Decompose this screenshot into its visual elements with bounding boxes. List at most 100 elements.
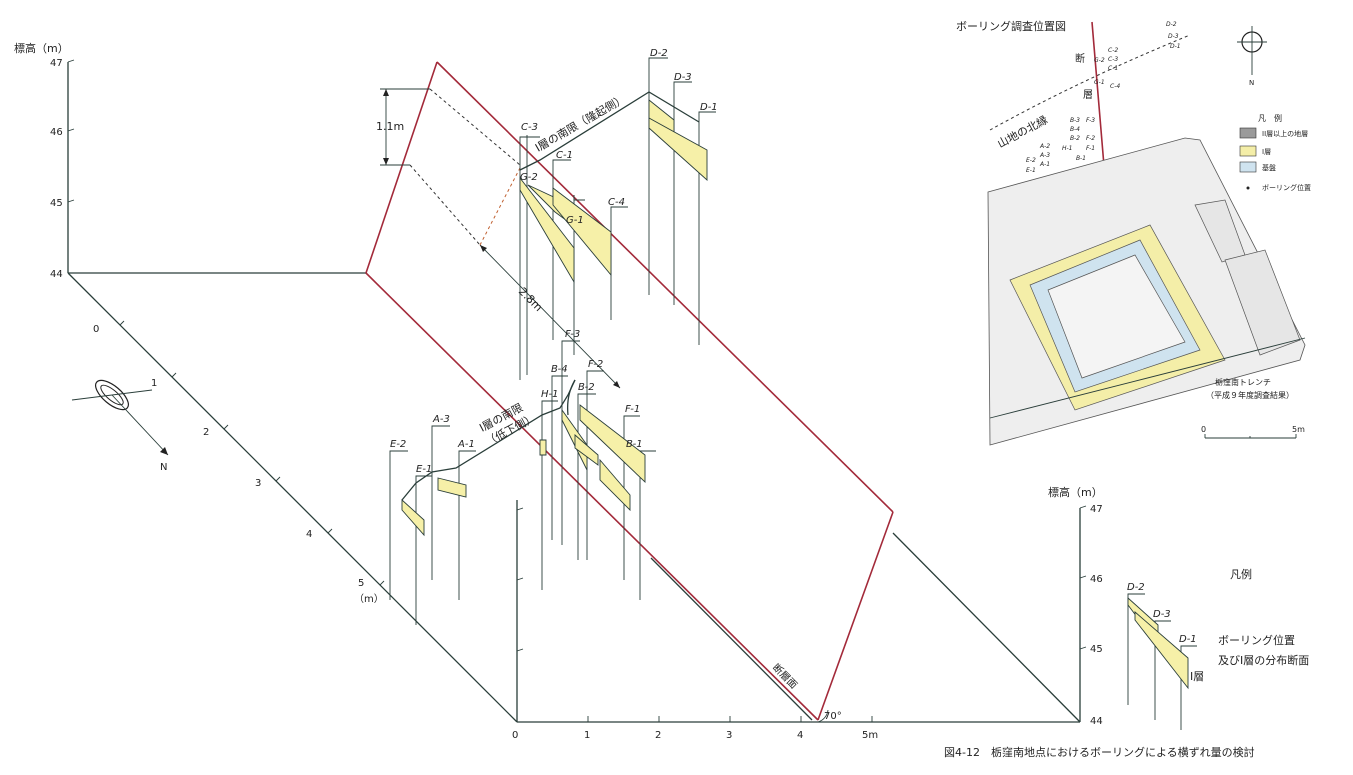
inset-code-C-3: C-3 (1108, 56, 1118, 63)
box-outline (67, 272, 1081, 723)
depth-axis: 0 1 2 3 4 5 （m） (93, 320, 385, 605)
inset-fault-1: 断 (1075, 52, 1085, 65)
inset-code-A-3: A-3 (1039, 152, 1050, 159)
inset-scale-bar: 0 5m (1201, 425, 1305, 439)
layer-south-limit-upper: I層の南限（隆起側） (533, 91, 629, 154)
elev-tick-46: 46 (50, 127, 63, 138)
compass-symbol: N (71, 379, 169, 473)
borehole-D-1: D-1 (700, 102, 718, 113)
depth-unit: （m） (354, 593, 384, 605)
inset-code-F-1: F-1 (1086, 145, 1095, 152)
inset-legend: 凡 例 II層以上の地層 I層 基盤 ボーリング位置 (1239, 113, 1311, 192)
upper-boreholes: C-3 G-2 C-1 G-1 C-4 D-2 D-3 D-1 I層の南限（隆起… (519, 48, 718, 380)
inset-code-B-4: B-4 (1070, 126, 1080, 133)
depth-tick-3: 3 (255, 478, 261, 489)
legend-hole-D-1: D-1 (1179, 634, 1197, 645)
borehole-B-1: B-1 (626, 439, 643, 450)
borehole-G-1: G-1 (566, 215, 584, 226)
base-tick-1: 1 (584, 730, 590, 741)
base-tick-4: 4 (797, 730, 803, 741)
inset-legend-item-1: II層以上の地層 (1262, 129, 1308, 138)
inset-code-B-1: B-1 (1076, 155, 1086, 162)
inset-code-C-2: C-2 (1108, 47, 1118, 54)
inset-legend-item-2: I層 (1262, 148, 1271, 156)
fault-plane: 断層面 70° (365, 61, 894, 723)
trench-label-2: （平成９年度調査結果） (1206, 390, 1294, 400)
inset-code-B-2: B-2 (1070, 135, 1080, 142)
borehole-D-3: D-3 (674, 72, 692, 83)
elevation-axis: 標高（m） 47 46 45 44 (14, 41, 75, 280)
inset-title: ボーリング調査位置図 (956, 19, 1066, 33)
inset-code-F-3: F-3 (1086, 117, 1095, 124)
inset-north-label: N (1249, 79, 1254, 87)
compass-north-mark: N (160, 462, 167, 473)
inset-code-C-4: C-4 (1110, 83, 1120, 90)
depth-tick-4: 4 (306, 529, 312, 540)
inset-boring-codes: D-2 D-3 D-1 C-2 C-3 C-1 G-2 G-1 C-4 B-3 … (1026, 21, 1181, 174)
legend-desc-1: ボーリング位置 (1218, 633, 1295, 647)
base-axis: 0 1 2 3 4 5m (512, 716, 878, 741)
inset-code-H-1: H-1 (1062, 145, 1073, 152)
inset-legend-item-3: 基盤 (1262, 163, 1276, 172)
borehole-E-2: E-2 (390, 439, 406, 450)
borehole-E-1: E-1 (416, 464, 432, 475)
inset-fault-2: 層 (1083, 89, 1093, 101)
trench-drawing (987, 137, 1306, 446)
inset-code-A-1: A-1 (1039, 161, 1050, 168)
borehole-F-2: F-2 (588, 359, 603, 370)
depth-tick-1: 1 (151, 378, 157, 389)
inset-code-B-3: B-3 (1070, 117, 1080, 124)
inset-legend-title: 凡 例 (1258, 113, 1282, 123)
fault-angle: 70° (824, 711, 842, 722)
trench-label-1: 栃窪南トレンチ (1215, 377, 1271, 387)
inset-code-D-2: D-2 (1166, 21, 1177, 28)
inset-code-G-2: G-2 (1094, 57, 1105, 64)
right-elev-45: 45 (1090, 644, 1103, 655)
scale-5m: 5m (1292, 425, 1305, 434)
borehole-H-1: H-1 (541, 389, 559, 400)
offset-1-1m: 1.1m (376, 120, 404, 133)
lower-boreholes: E-2 E-1 A-3 A-1 H-1 B-4 F-3 B-2 F-2 F-1 … (389, 329, 656, 625)
borehole-D-2: D-2 (650, 48, 668, 59)
front-axis-ticks (516, 507, 524, 652)
base-unit: 5m (862, 730, 878, 741)
elev-tick-45: 45 (50, 198, 63, 209)
base-tick-2: 2 (655, 730, 661, 741)
small-legend-title: 凡例 (1230, 567, 1252, 581)
inset-code-G-1: G-1 (1094, 79, 1105, 86)
right-elev-title: 標高（m） (1048, 485, 1103, 499)
borehole-C-3: C-3 (521, 122, 538, 133)
right-elev-44: 44 (1090, 716, 1103, 727)
base-tick-0: 0 (512, 730, 518, 741)
inset-code-C-1: C-1 (1108, 65, 1118, 72)
legend-layer: I層 (1190, 670, 1204, 683)
inset-code-A-2: A-2 (1039, 143, 1050, 150)
elevation-axis-title: 標高（m） (14, 41, 69, 55)
elev-tick-47: 47 (50, 58, 63, 69)
inset-code-F-2: F-2 (1086, 135, 1095, 142)
borehole-A-3: A-3 (432, 414, 450, 425)
borehole-G-2: G-2 (520, 172, 538, 183)
borehole-A-1: A-1 (457, 439, 475, 450)
inset-code-E-1: E-1 (1026, 167, 1036, 174)
depth-tick-2: 2 (203, 427, 209, 438)
scale-0: 0 (1201, 425, 1206, 434)
legend-hole-D-2: D-2 (1127, 582, 1145, 593)
borehole-B-4: B-4 (551, 364, 568, 375)
small-legend: 凡例 D-2 D-3 D-1 ボーリング位置 及びI層の分布断面 I層 (1127, 567, 1309, 730)
right-elevation-axis: 標高（m） 47 46 45 44 (1048, 485, 1103, 727)
inset-code-E-2: E-2 (1026, 157, 1036, 164)
elev-tick-44: 44 (50, 269, 63, 280)
right-elev-46: 46 (1090, 574, 1103, 585)
borehole-C-1: C-1 (556, 150, 573, 161)
base-tick-3: 3 (726, 730, 732, 741)
borehole-F-3: F-3 (565, 329, 580, 340)
inset-code-D-1: D-1 (1170, 43, 1181, 50)
north-arrow-icon: N (1237, 26, 1267, 87)
depth-tick-5: 5 (358, 578, 364, 589)
borehole-C-4: C-4 (608, 197, 625, 208)
dimension-1-1m: 1.1m (376, 88, 521, 246)
borehole-B-2: B-2 (578, 382, 595, 393)
inset-map: ボーリング調査位置図 N 山地の北縁 断 層 D-2 D-3 D-1 C-2 C… (956, 19, 1311, 446)
